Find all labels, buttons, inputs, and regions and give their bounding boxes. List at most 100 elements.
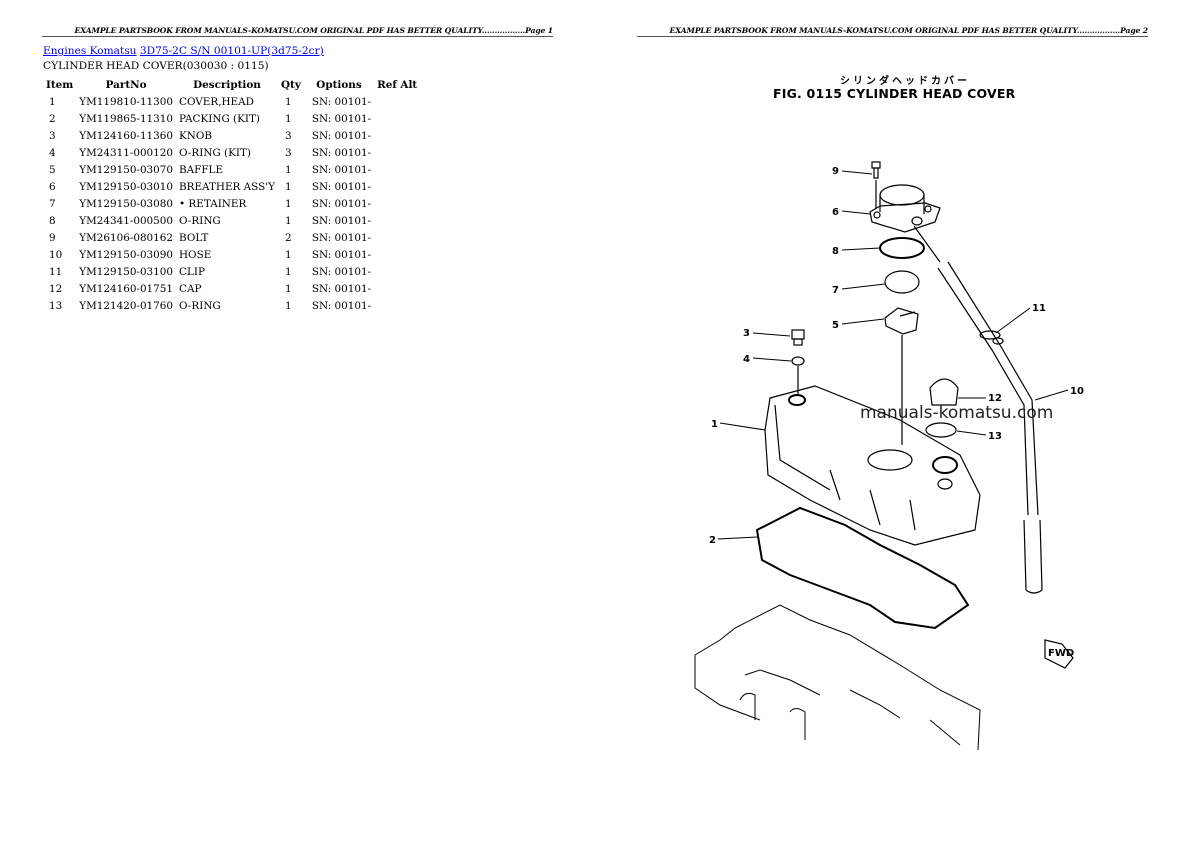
column-header-item: Item xyxy=(46,78,74,91)
part-options: SN: 00101- xyxy=(311,265,372,278)
callout-7: 7 xyxy=(832,285,839,296)
breadcrumb-link-model[interactable]: 3D75-2C S/N 00101-UP(3d75-2cr) xyxy=(139,45,324,57)
callout-12: 12 xyxy=(988,393,1002,404)
part-number: YM129150-03080 xyxy=(79,197,173,210)
figure-title: FIG. 0115 CYLINDER HEAD COVER xyxy=(773,86,1016,101)
part-number: YM129150-03100 xyxy=(79,265,173,278)
callout-4: 4 xyxy=(743,354,750,365)
part-description: HOSE xyxy=(179,248,212,261)
part-number: YM119865-11310 xyxy=(79,112,173,125)
part-qty: 1 xyxy=(284,163,292,176)
part-options: SN: 00101- xyxy=(311,180,372,193)
part-ref-alt xyxy=(374,246,420,263)
part-number: YM119810-11300 xyxy=(79,95,173,108)
part-description: BREATHER ASS'Y xyxy=(179,180,275,193)
figure-japanese-title: シリンダヘッドカバー xyxy=(840,76,970,87)
part-description: KNOB xyxy=(179,129,213,142)
part-ref-alt xyxy=(374,161,420,178)
part-description: BOLT xyxy=(179,231,209,244)
table-row: 4 YM24311-000120 O-RING (KIT) 3 SN: 00101- xyxy=(43,144,420,161)
part-ref-alt xyxy=(374,280,420,297)
hose-part-icon xyxy=(913,225,1043,594)
callout-6: 6 xyxy=(832,207,839,218)
part-qty: 1 xyxy=(284,265,292,278)
part-description: O-RING (KIT) xyxy=(179,146,251,159)
part-qty: 3 xyxy=(284,146,292,159)
part-number: YM129150-03010 xyxy=(79,180,173,193)
breather-part-icon xyxy=(869,184,941,233)
part-qty: 1 xyxy=(284,282,292,295)
part-ref-alt xyxy=(374,110,420,127)
column-header-ref-alt: Ref Alt xyxy=(377,78,418,91)
part-qty: 1 xyxy=(284,299,292,312)
part-description: O-RING xyxy=(179,214,221,227)
part-ref-alt xyxy=(374,93,420,110)
part-options: SN: 00101- xyxy=(311,112,372,125)
part-number: YM26106-080162 xyxy=(79,231,173,244)
item-number: 1 xyxy=(49,95,56,108)
item-number: 8 xyxy=(49,214,56,227)
part-options: SN: 00101- xyxy=(311,197,372,210)
item-number: 4 xyxy=(49,146,56,159)
item-number: 13 xyxy=(49,299,63,312)
part-ref-alt xyxy=(374,263,420,280)
part-options: SN: 00101- xyxy=(311,231,372,244)
callout-1: 1 xyxy=(711,419,718,430)
bolt-part-icon xyxy=(871,161,881,208)
part-ref-alt xyxy=(374,297,420,314)
part-qty: 1 xyxy=(284,180,292,193)
part-options: SN: 00101- xyxy=(311,146,372,159)
watermark: manuals-komatsu.com xyxy=(860,403,1054,423)
knob-part-icon xyxy=(791,329,805,346)
part-qty: 1 xyxy=(284,95,292,108)
gasket-part-icon xyxy=(755,506,970,630)
breadcrumb-link-engines[interactable]: Engines Komatsu xyxy=(43,45,137,57)
part-options: SN: 00101- xyxy=(311,282,372,295)
header-divider xyxy=(42,36,553,37)
clip-part-icon xyxy=(979,330,1004,345)
part-options: SN: 00101- xyxy=(311,248,372,261)
item-number: 7 xyxy=(49,197,56,210)
item-number: 3 xyxy=(49,129,56,142)
column-header-description: Description xyxy=(193,78,261,91)
cap-part-icon xyxy=(929,378,959,406)
parts-list-page: EXAMPLE PARTSBOOK FROM MANUALS-KOMATSU.C… xyxy=(42,26,554,314)
part-options: SN: 00101- xyxy=(311,214,372,227)
part-options: SN: 00101- xyxy=(311,163,372,176)
fwd-arrow-icon xyxy=(1044,639,1074,669)
column-header-qty: Qty xyxy=(280,78,301,91)
section-title: CYLINDER HEAD COVER(030030 : 0115) xyxy=(43,60,269,72)
table-row: 6 YM129150-03010 BREATHER ASS'Y 1 SN: 00101- xyxy=(43,178,420,195)
cylinder-head-cover-part-icon xyxy=(764,385,981,546)
exploded-parts-diagram: FWD 9 6 8 7 5 3 4 1 2 11 10 12 13 xyxy=(694,161,1084,750)
part-description: CAP xyxy=(179,282,202,295)
diagram-page: EXAMPLE PARTSBOOK FROM MANUALS-KOMATSU.C… xyxy=(595,0,1190,842)
part-number: YM129150-03070 xyxy=(79,163,173,176)
small-o-ring-part-icon xyxy=(791,356,805,366)
table-header-row: Item PartNo Description Qty Options Ref … xyxy=(43,76,420,93)
callout-10: 10 xyxy=(1070,386,1084,397)
page-header: EXAMPLE PARTSBOOK FROM MANUALS-KOMATSU.C… xyxy=(74,26,554,35)
o-ring-part-icon xyxy=(879,237,925,259)
part-description: PACKING (KIT) xyxy=(179,112,260,125)
callout-3: 3 xyxy=(743,328,750,339)
part-ref-alt xyxy=(374,144,420,161)
part-number: YM24311-000120 xyxy=(79,146,173,159)
cap-o-ring-part-icon xyxy=(925,422,957,438)
callout-8: 8 xyxy=(832,246,839,257)
parts-table: Item PartNo Description Qty Options Ref … xyxy=(43,76,420,314)
part-number: YM24341-000500 xyxy=(79,214,173,227)
item-number: 2 xyxy=(49,112,56,125)
column-header-options: Options xyxy=(316,78,362,91)
part-qty: 1 xyxy=(284,248,292,261)
item-number: 6 xyxy=(49,180,56,193)
part-qty: 1 xyxy=(284,112,292,125)
part-number: YM129150-03090 xyxy=(79,248,173,261)
item-number: 12 xyxy=(49,282,63,295)
